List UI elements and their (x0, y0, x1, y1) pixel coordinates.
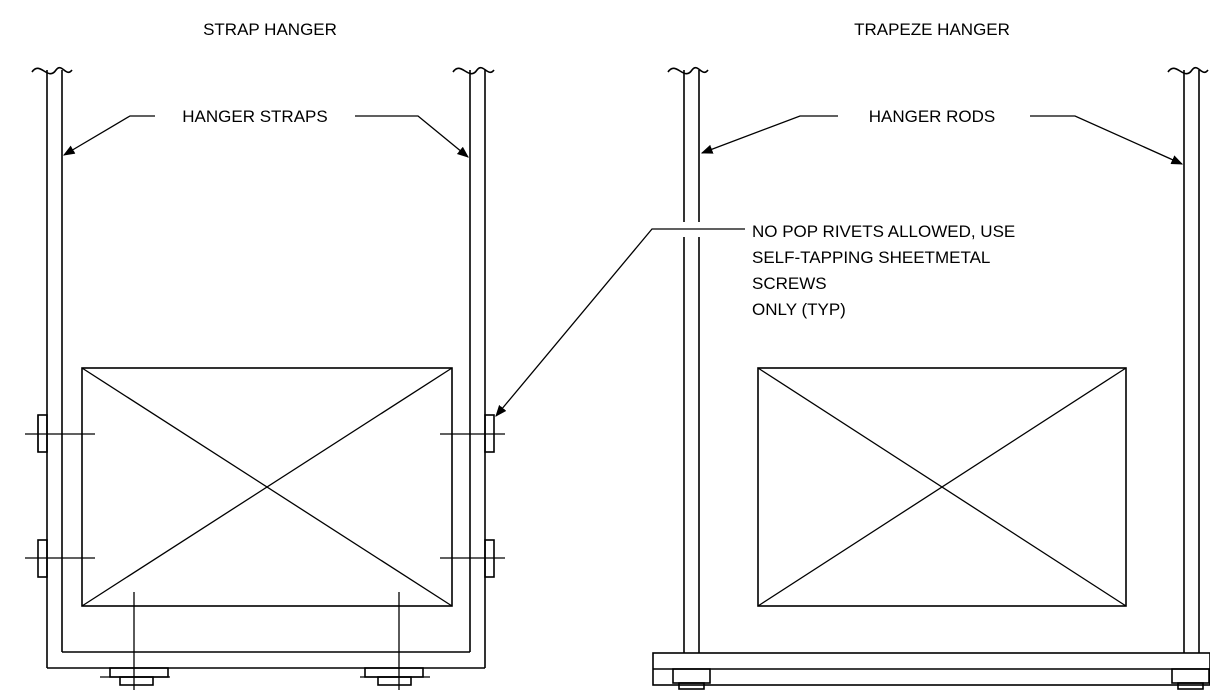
note-leader (495, 228, 745, 417)
screw (25, 539, 95, 578)
hanger-straps-label: HANGER STRAPS (182, 107, 327, 126)
right-hanger-rod (1167, 66, 1209, 653)
trapeze-hanger-title: TRAPEZE HANGER (854, 20, 1010, 39)
hanger-straps-callout: HANGER STRAPS (62, 107, 469, 158)
trapeze-hanger-detail: TRAPEZE HANGER (652, 20, 1210, 690)
rod-nut (672, 668, 711, 690)
screw (360, 592, 430, 690)
note-line-4: ONLY (TYP) (752, 300, 846, 319)
trapeze-support-channel (652, 652, 1210, 686)
screw (440, 539, 505, 578)
left-hanger-rod (667, 66, 709, 653)
hanger-rods-label: HANGER RODS (869, 107, 996, 126)
screw (100, 592, 170, 690)
note-line-2: SELF-TAPPING SHEETMETAL (752, 248, 990, 267)
duct-section (757, 367, 1127, 607)
left-hanger-strap (31, 66, 73, 668)
strap-hanger-title: STRAP HANGER (203, 20, 337, 39)
right-hanger-strap (452, 66, 495, 668)
note-line-1: NO POP RIVETS ALLOWED, USE (752, 222, 1015, 241)
note-line-3: SCREWS (752, 274, 827, 293)
screw (440, 414, 505, 453)
hanger-rods-callout: HANGER RODS (700, 107, 1184, 165)
strap-hanger-detail: STRAP HANGER (25, 20, 745, 690)
fastener-note: NO POP RIVETS ALLOWED, USE SELF-TAPPING … (752, 222, 1015, 319)
screw (25, 414, 95, 453)
rod-nut (1171, 668, 1210, 690)
duct-section (81, 367, 453, 607)
